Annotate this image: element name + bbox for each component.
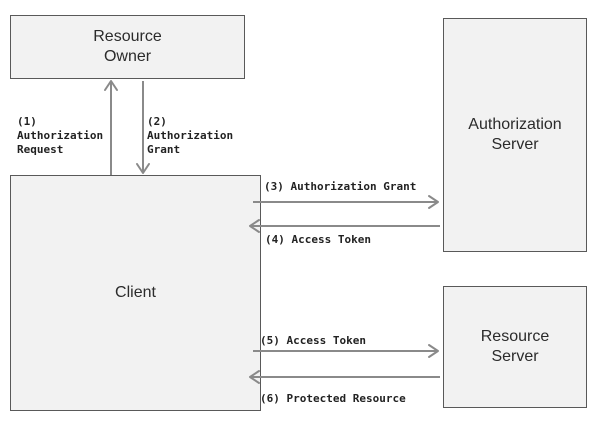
arrow-access-token-to-resource-server — [253, 344, 439, 358]
step-3-label: (3) Authorization Grant — [264, 180, 417, 193]
step-2-label: (2) Authorization Grant — [147, 115, 233, 157]
authorization-server-box: Authorization Server — [443, 18, 587, 252]
step-1-line2: Authorization — [17, 129, 104, 142]
resource-server-label-line2: Server — [491, 348, 539, 365]
client-box: Client — [10, 175, 261, 411]
step-2-line2: Authorization — [147, 129, 234, 142]
resource-server-box: Resource Server — [443, 286, 587, 408]
resource-owner-label-line1: Resource — [93, 28, 162, 45]
arrow-access-token-to-client — [249, 219, 440, 233]
resource-owner-label-line2: Owner — [103, 48, 152, 65]
client-label: Client — [115, 284, 156, 301]
step-2-number: (2) — [147, 115, 167, 128]
step-1-label: (1) Authorization Request — [17, 115, 103, 157]
step-4-label: (4) Access Token — [265, 233, 371, 246]
authorization-server-label-line1: Authorization — [468, 116, 562, 133]
step-5-label: (5) Access Token — [260, 334, 366, 347]
arrow-protected-resource-to-client — [249, 370, 440, 384]
arrow-authorization-grant-to-server — [253, 195, 439, 209]
resource-server-label-line1: Resource — [480, 328, 550, 345]
resource-owner-box: Resource Owner — [10, 15, 245, 79]
step-1-line3: Request — [17, 143, 64, 156]
arrow-authorization-request — [104, 80, 118, 175]
step-6-label: (6) Protected Resource — [260, 392, 406, 405]
authorization-server-label-line2: Server — [491, 136, 539, 153]
step-1-number: (1) — [17, 115, 37, 128]
arrow-authorization-grant-to-client — [136, 81, 150, 174]
step-2-line3: Grant — [147, 143, 181, 156]
